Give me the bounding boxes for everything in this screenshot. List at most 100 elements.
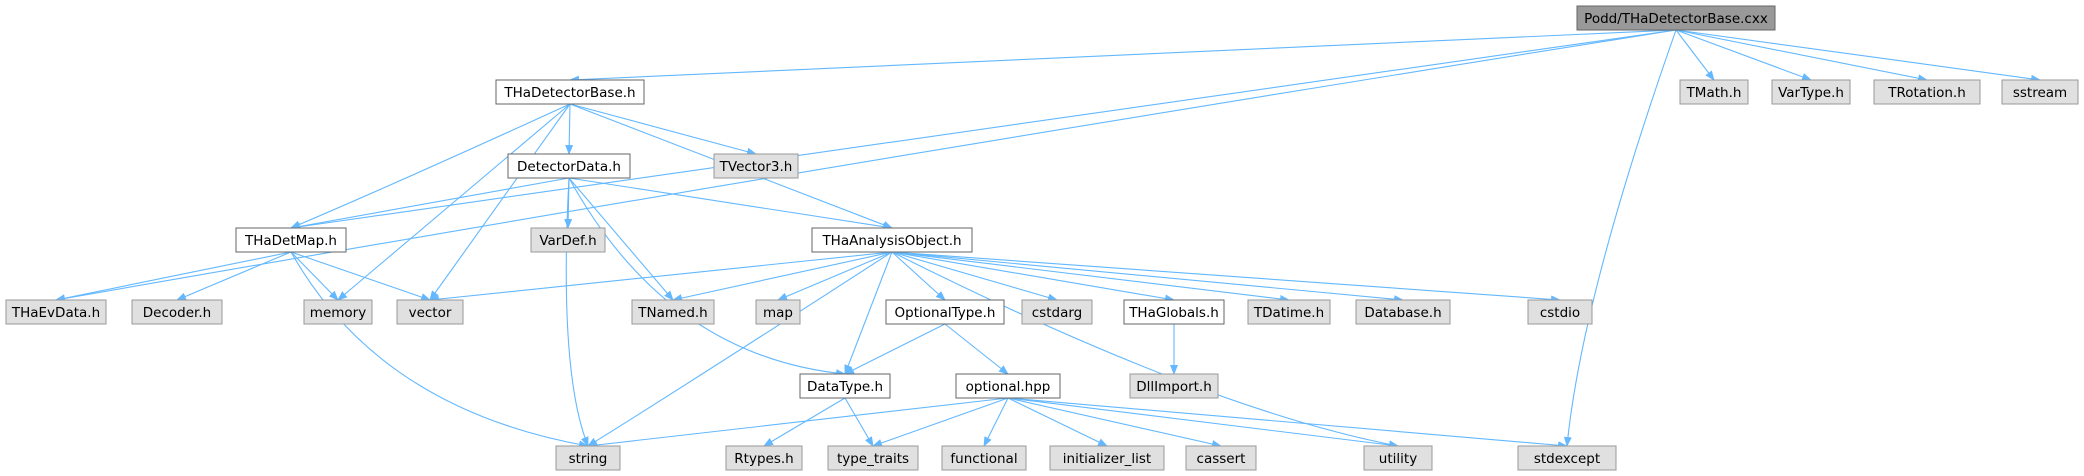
node-initializer-list: initializer_list [1049,445,1165,471]
node-label: optional.hpp [966,379,1051,395]
node-podd-thadetectorbase-cxx[interactable]: Podd/THaDetectorBase.cxx [1576,5,1776,31]
edge-thaanaobj_h-to-cstdarg [891,251,1058,302]
node-box [955,373,1061,399]
edge-root-to-thaevdata_h [55,29,1677,303]
edge-detdata_h-to-thaanaobj_h [568,177,893,231]
edge-thadetmap_h-to-thaevdata_h [55,251,292,303]
node-dllimport-h: DllImport.h [1129,373,1219,399]
edge-detdata_h-to-thadetmap_h [290,177,570,231]
node-label: TMath.h [1686,85,1742,101]
node-tvector3-h: TVector3.h [713,153,799,179]
edge-thaanaobj_h-to-opttype_h [891,251,946,301]
node-vartype-h: VarType.h [1771,79,1851,105]
node-label: type_traits [837,451,909,467]
edge-detdata_h-to-datatype_h [568,177,846,378]
node-box [713,153,799,179]
edge-optional_hpp-to-initializer_list [1007,397,1108,447]
edge-root-to-trotation_h [1675,29,1928,83]
node-label: OptionalType.h [895,305,996,321]
node-thaglobals-h[interactable]: THaGlobals.h [1123,299,1225,325]
node-label: Decoder.h [143,305,211,321]
node-label: DllImport.h [1136,379,1212,395]
node-thaanalysisobject-h[interactable]: THaAnalysisObject.h [811,227,973,253]
edge-datatype_h-to-type_traits [844,397,874,447]
node-label: DetectorData.h [517,159,621,175]
node-box [827,445,919,471]
node-box [885,299,1005,325]
edge-thadetbase_h-to-tvector3_h [569,103,757,156]
node-rtypes-h: Rtypes.h [725,445,803,471]
node-datatype-h[interactable]: DataType.h [799,373,891,399]
node-label: VarType.h [1778,85,1844,101]
edge-root-to-tmath_h [1675,29,1715,81]
edge-datatype_h-to-rtypes_h [763,397,846,447]
edge-thaanaobj_h-to-map [777,251,893,301]
node-label: TDatime.h [1253,305,1324,321]
node-label: THaGlobals.h [1128,305,1219,321]
node-label: THaEvData.h [11,305,100,321]
node-box [131,299,223,325]
edge-optional_hpp-to-utility [1007,397,1399,449]
node-cstdio: cstdio [1527,299,1593,325]
node-label: DataType.h [807,379,883,395]
edge-opttype_h-to-datatype_h [844,323,946,375]
node-trotation-h: TRotation.h [1873,79,1981,105]
node-optionaltype-h[interactable]: OptionalType.h [885,299,1005,325]
node-label: cstdarg [1032,305,1082,321]
node-box [1527,299,1593,325]
node-box [1129,373,1219,399]
node-memory: memory [303,299,373,325]
node-type-traits: type_traits [827,445,919,471]
node-label: TNamed.h [637,305,708,321]
node-optional-hpp[interactable]: optional.hpp [955,373,1061,399]
node-label: THaDetMap.h [244,233,337,249]
node-functional: functional [941,445,1027,471]
node-tmath-h: TMath.h [1679,79,1749,105]
node-database-h: Database.h [1355,299,1451,325]
node-vardef-h: VarDef.h [530,227,606,253]
edge-thadetbase_h-to-vector [429,103,571,301]
node-box [1517,445,1617,471]
node-thadetmap-h[interactable]: THaDetMap.h [235,227,347,253]
node-box [555,445,621,471]
node-label: utility [1379,451,1417,467]
edge-optional_hpp-to-stdexcept [1007,397,1568,450]
node-map: map [755,299,801,325]
node-label: stdexcept [1534,451,1600,467]
edge-optional_hpp-to-cassert [1007,397,1222,448]
node-box [631,299,715,325]
node-thadetectorbase-h[interactable]: THaDetectorBase.h [495,79,645,105]
node-box [799,373,891,399]
edge-optional_hpp-to-string [587,397,1009,449]
node-vector: vector [396,299,464,325]
node-label: initializer_list [1063,451,1151,467]
edge-thaanaobj_h-to-string [587,251,893,447]
node-label: string [569,451,608,467]
edge-root-to-vartype_h [1675,29,1812,81]
edge-thaanaobj_h-to-database_h [891,251,1404,304]
node-label: cassert [1197,451,1246,467]
edge-detdata_h-to-string [565,177,589,447]
node-sstream: sstream [2001,79,2079,105]
node-decoder-h: Decoder.h [131,299,223,325]
node-layer: Podd/THaDetectorBase.cxxTHaDetectorBase.… [5,5,2079,471]
node-box [1576,5,1776,31]
node-box [235,227,347,253]
node-label: memory [310,305,366,321]
edge-thadetbase_h-to-thadetmap_h [290,103,571,229]
node-label: vector [409,305,452,321]
node-box [507,153,631,179]
node-label: THaAnalysisObject.h [821,233,961,249]
node-label: Rtypes.h [734,451,793,467]
edge-thaanaobj_h-to-datatype_h [844,251,893,375]
edge-root-to-stdexcept [1563,29,1677,447]
node-detectordata-h[interactable]: DetectorData.h [507,153,631,179]
edge-thadetmap_h-to-vector [290,251,431,301]
node-label: THaDetectorBase.h [503,85,635,101]
node-label: TRotation.h [1887,85,1966,101]
edge-thaanaobj_h-to-utility [891,251,1399,449]
node-label: Podd/THaDetectorBase.cxx [1584,11,1768,27]
edge-thadetmap_h-to-decoder_h [176,251,292,301]
node-box [1185,445,1257,471]
